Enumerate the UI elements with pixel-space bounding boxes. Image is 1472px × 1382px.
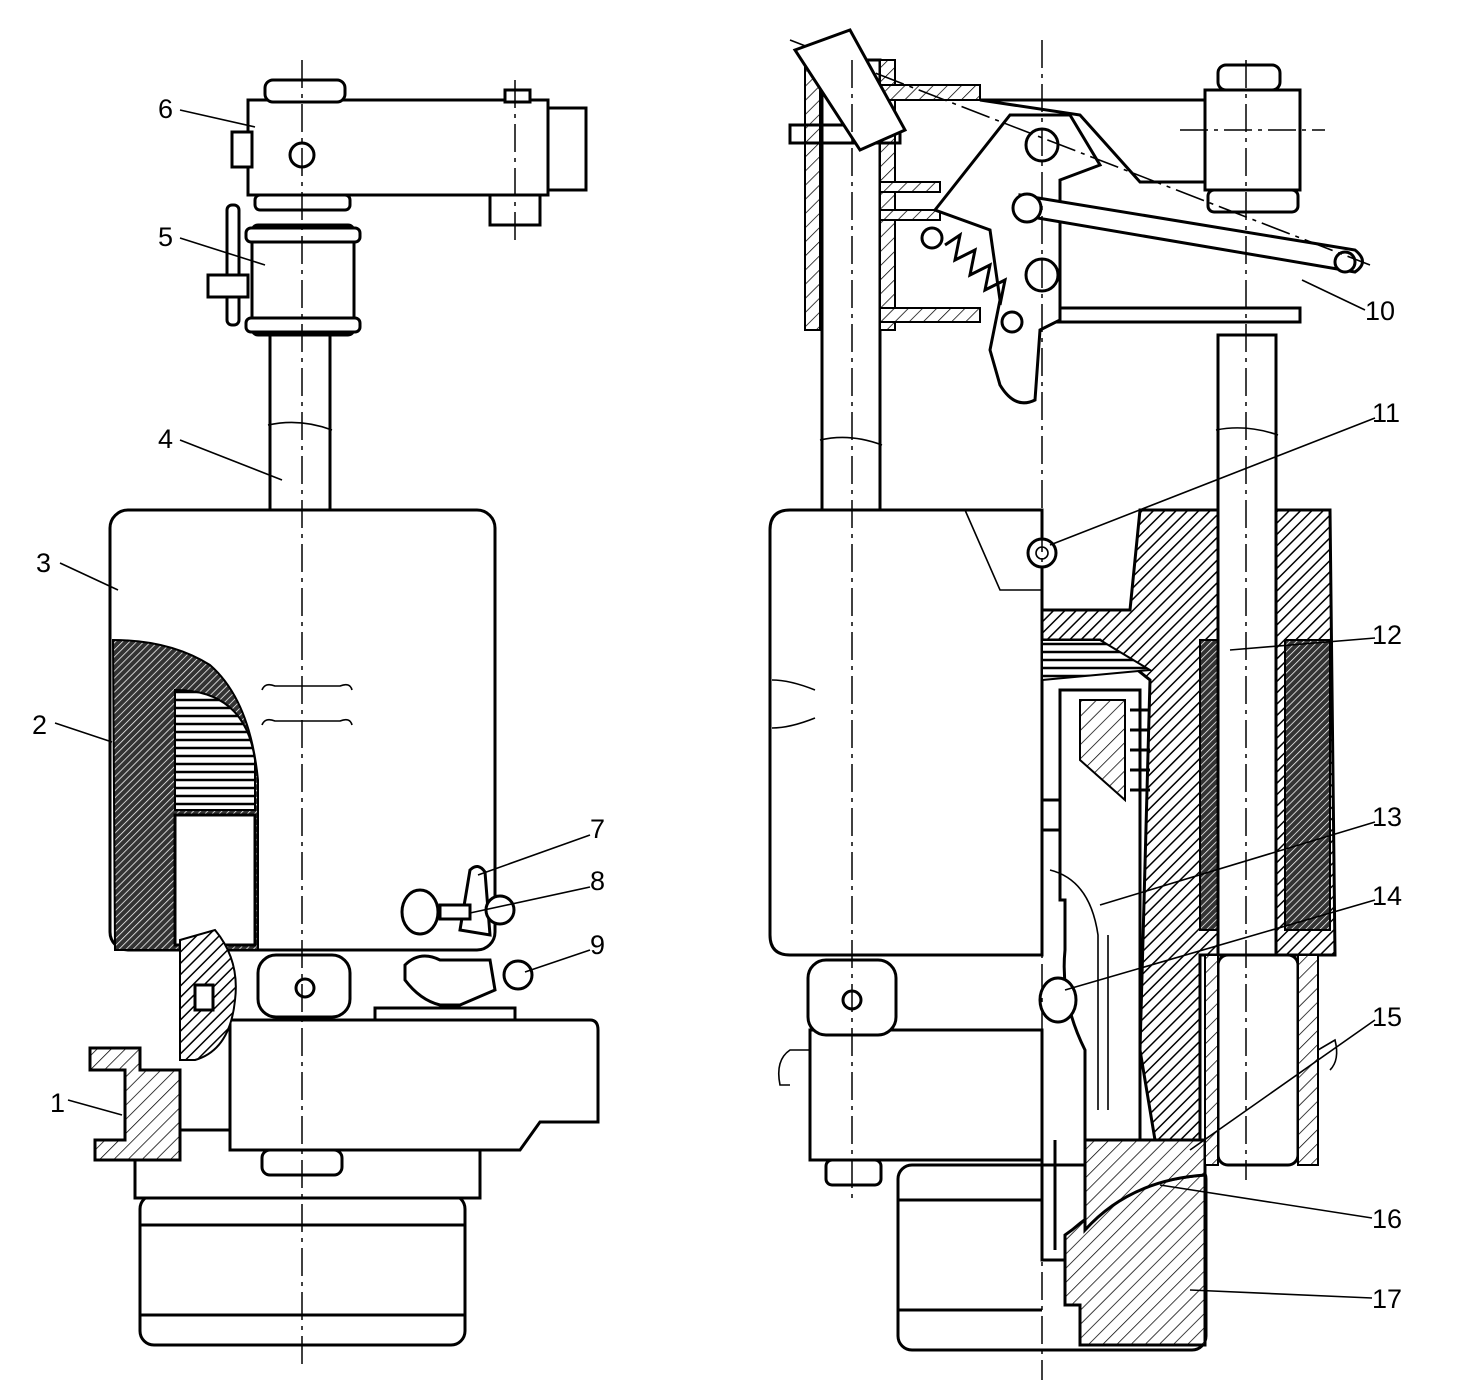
callout-17: 17 — [1372, 1284, 1403, 1314]
flange-part-1 — [88, 1046, 182, 1162]
column-right — [1203, 88, 1302, 192]
callout-8: 8 — [590, 866, 606, 896]
callout-2: 2 — [32, 710, 48, 740]
callout-9: 9 — [590, 930, 606, 960]
callout-13: 13 — [1372, 802, 1403, 832]
callout-3: 3 — [36, 548, 52, 578]
callout-6: 6 — [158, 94, 174, 124]
callout-1: 1 — [50, 1088, 66, 1118]
leader-lines — [54, 109, 1376, 1299]
bracket — [228, 1018, 600, 1152]
wedge-part-16 — [1083, 1138, 1207, 1234]
callout-11: 11 — [1372, 398, 1401, 428]
column-part-5 — [250, 223, 356, 337]
left-view — [88, 60, 600, 1370]
callout-12: 12 — [1372, 620, 1403, 650]
housing-right — [768, 508, 1044, 957]
lever-part-10 — [1018, 193, 1364, 274]
latch-mechanism — [932, 113, 1103, 405]
callout-7: 7 — [590, 814, 606, 844]
callout-5: 5 — [158, 222, 174, 252]
callout-16: 16 — [1372, 1204, 1403, 1234]
right-view — [768, 28, 1371, 1380]
callout-14: 14 — [1372, 881, 1403, 911]
bracket-right — [808, 1028, 1044, 1162]
callout-10: 10 — [1365, 296, 1396, 326]
callout-4: 4 — [158, 424, 174, 454]
frame-plate — [979, 98, 1212, 184]
nut-part-15 — [1216, 953, 1300, 1167]
callout-15: 15 — [1372, 1002, 1403, 1032]
